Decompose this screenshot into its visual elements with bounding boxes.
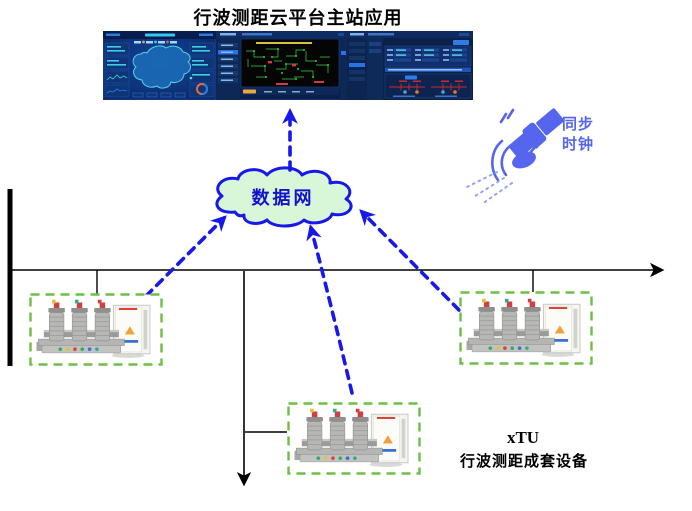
equipment-label-xtu: xTU	[506, 428, 540, 447]
device-box-left	[29, 293, 163, 366]
cloud-label: 数据网	[251, 188, 315, 209]
master-station-monitor-wall	[103, 31, 473, 100]
cloud-shape	[215, 166, 353, 228]
grid-topology-screen	[216, 31, 347, 100]
arrow-middle-device-to-cloud	[306, 224, 354, 395]
device-box-middle	[287, 402, 421, 475]
page-title: 行波测距云平台主站应用	[193, 8, 403, 29]
satellite-icon	[464, 108, 564, 205]
sync-clock-label-line2: 时钟	[562, 135, 595, 153]
record-detail-screen	[347, 31, 473, 100]
sync-clock-label-line1: 同步	[562, 115, 595, 133]
data-network-cloud: 数据网	[203, 164, 367, 230]
sync-clock-label: 同步 时钟	[562, 114, 612, 154]
arrow-right-device-to-cloud	[359, 209, 461, 312]
equipment-label-name: 行波测距成套设备	[459, 452, 588, 470]
device-box-right	[459, 291, 593, 365]
overview-map-screen	[103, 31, 216, 100]
